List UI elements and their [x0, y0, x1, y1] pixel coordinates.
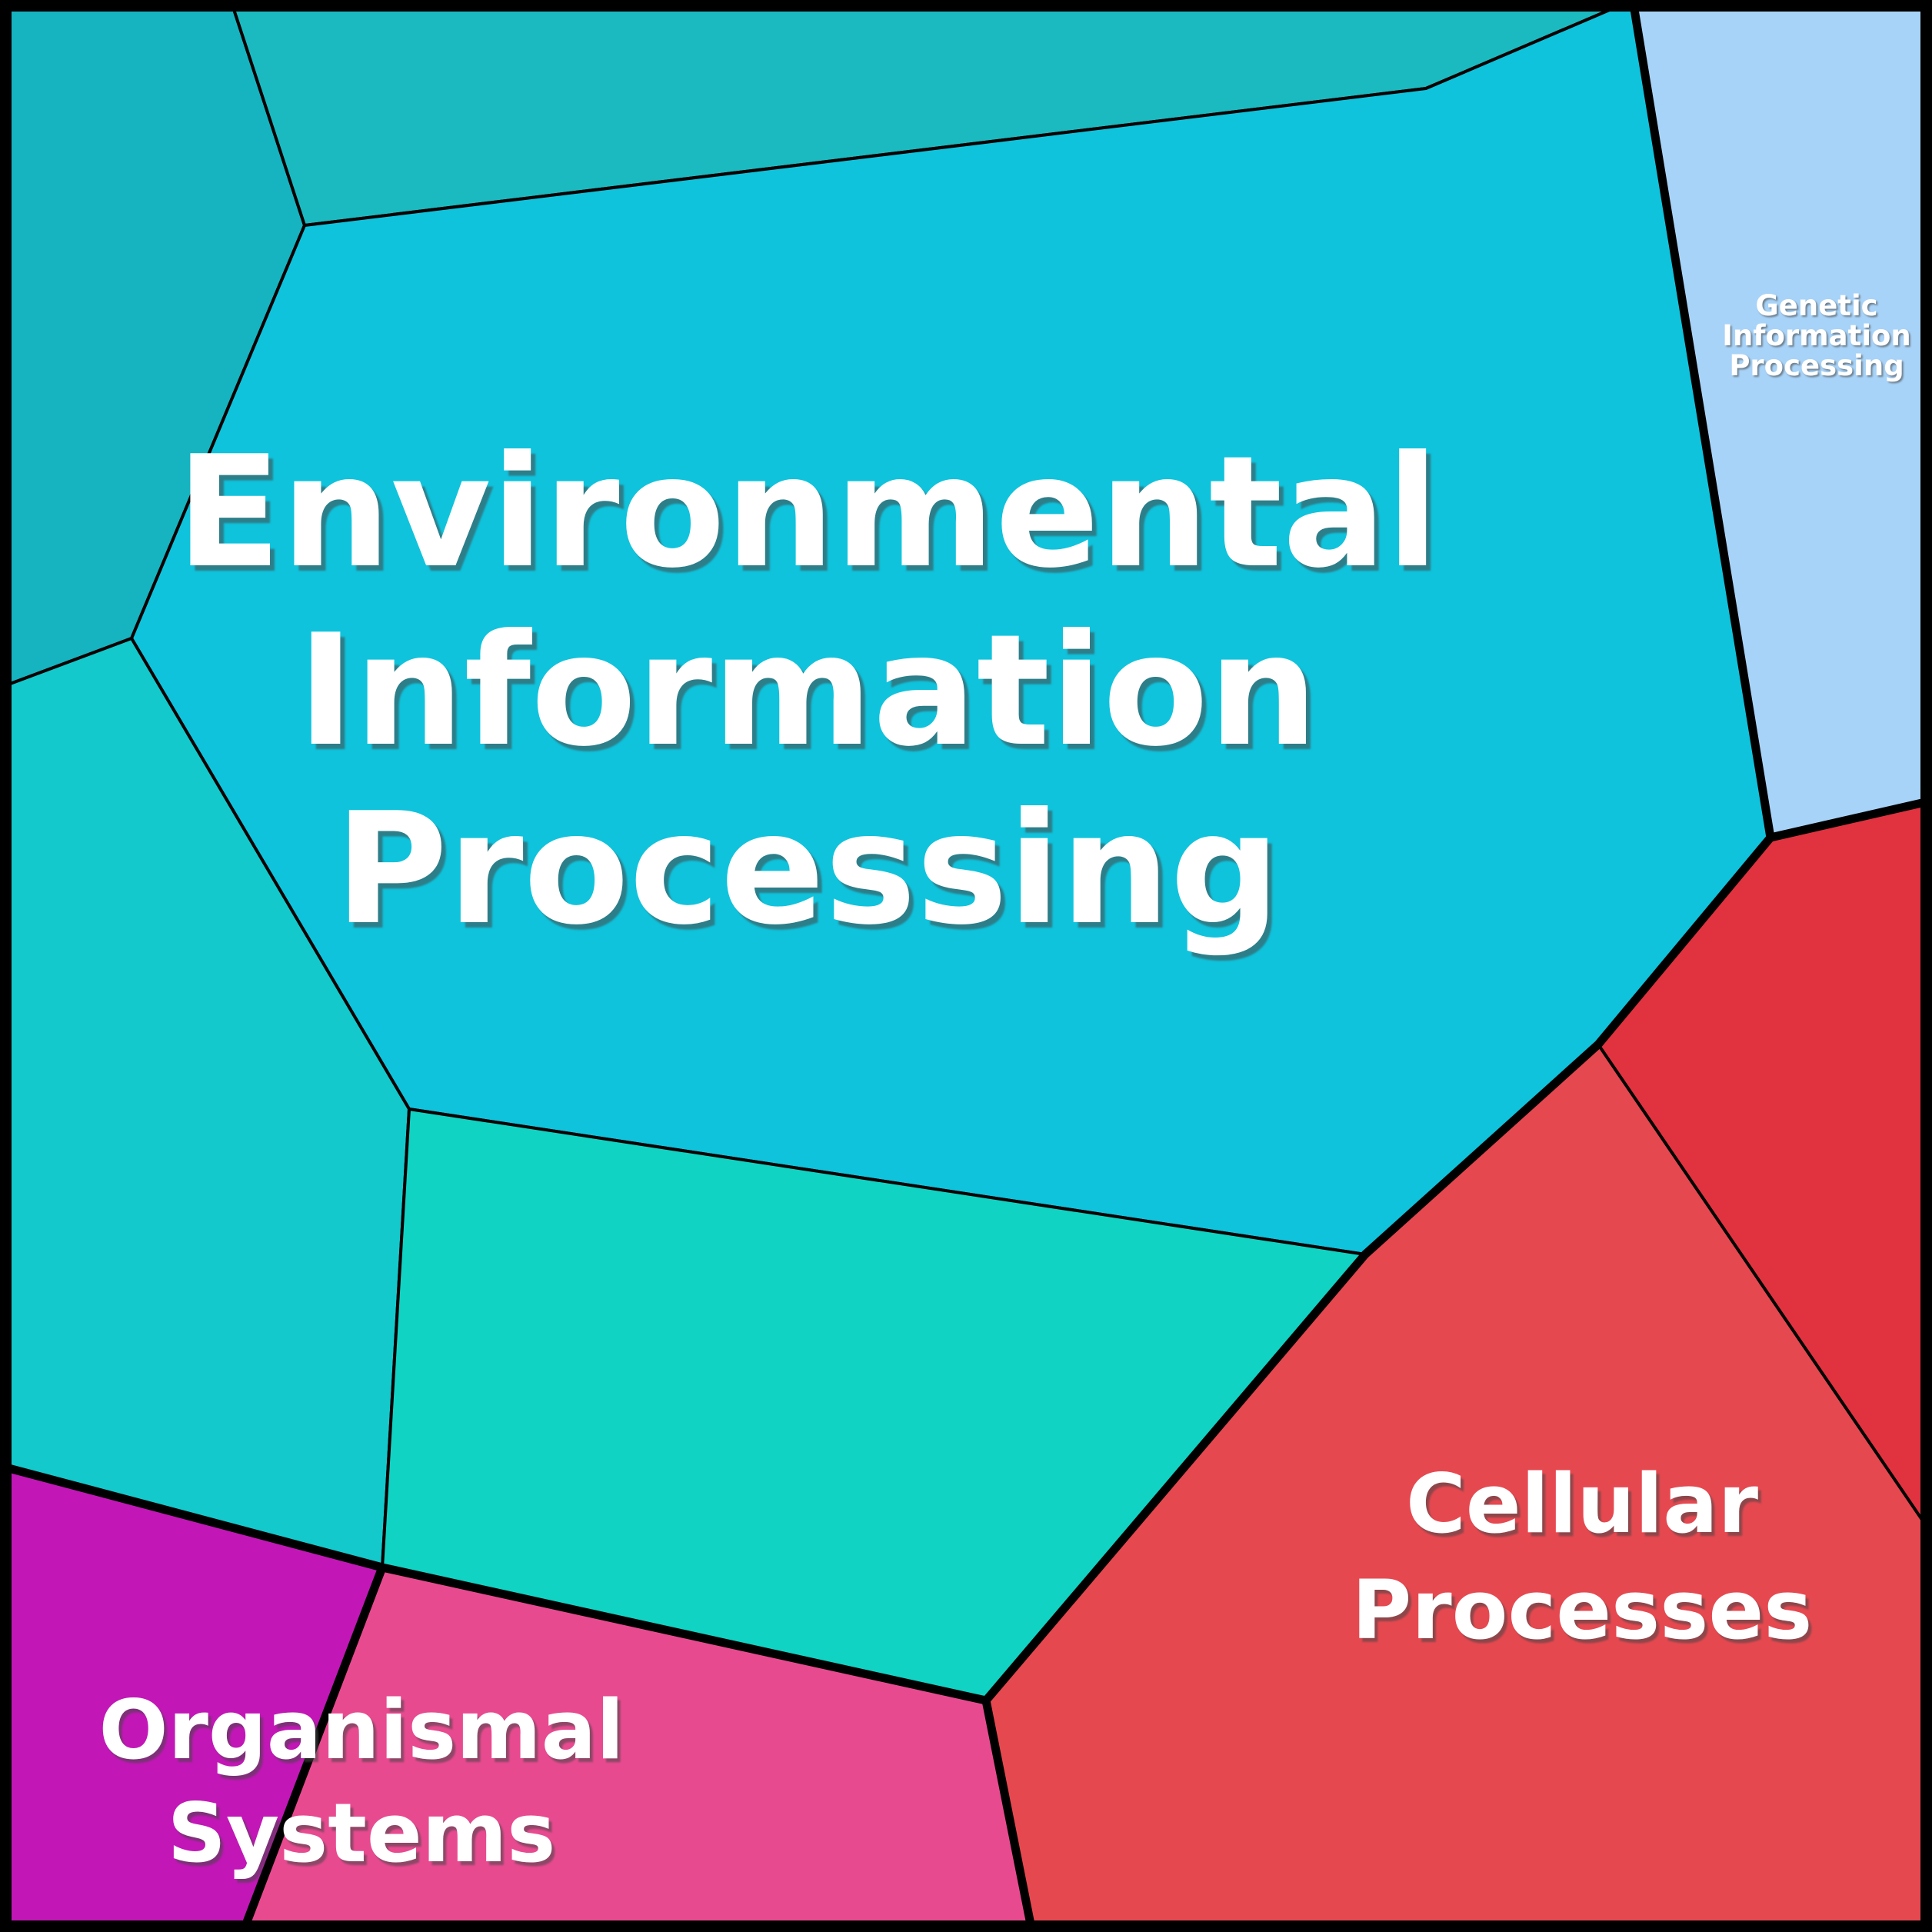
label-environmental-information-processing: Environmental Information Processing — [176, 423, 1439, 959]
label-organismal-systems: Organismal Systems — [99, 1683, 625, 1880]
label-environmental-line2: Information — [297, 601, 1317, 781]
label-environmental-line3: Processing — [335, 780, 1280, 959]
label-genetic-line3: Processing — [1729, 349, 1904, 382]
label-environmental-line1: Environmental — [176, 423, 1439, 602]
group-border — [1766, 796, 1932, 842]
label-cellular-line2: Processes — [1352, 1563, 1813, 1657]
label-organismal-line1: Organismal — [99, 1683, 625, 1777]
label-genetic-line2: Information — [1722, 319, 1911, 352]
group-border — [1628, 0, 1775, 842]
label-genetic-line1: Genetic — [1755, 289, 1877, 322]
label-cellular-processes: Cellular Processes — [1352, 1457, 1813, 1657]
group-border — [238, 1563, 387, 1932]
label-genetic-information-processing: Genetic Information Processing — [1722, 289, 1911, 382]
group-border — [981, 833, 1775, 1932]
label-organismal-line2: Systems — [168, 1786, 556, 1880]
label-cellular-line1: Cellular — [1406, 1457, 1758, 1551]
